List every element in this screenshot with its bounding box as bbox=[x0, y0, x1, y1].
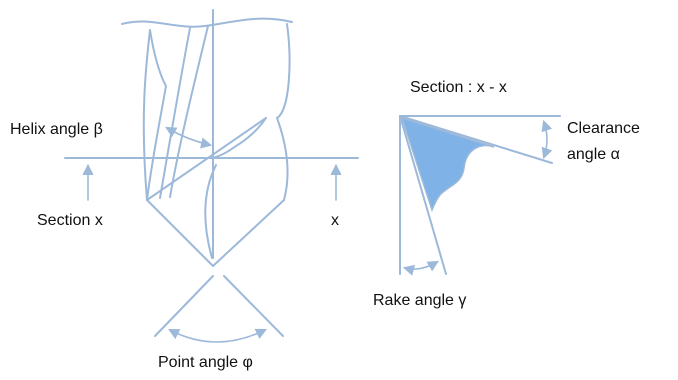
section-view bbox=[399, 115, 561, 276]
drill-left-margin bbox=[142, 29, 151, 201]
x-label: x bbox=[331, 212, 339, 229]
point-angle-leg-left bbox=[154, 275, 214, 337]
rake-angle-arrow bbox=[402, 260, 439, 276]
drill-right-margin bbox=[276, 23, 291, 201]
section-x-label: Section x bbox=[37, 212, 103, 229]
drill-top-break-line bbox=[121, 17, 293, 28]
chisel-web-curve bbox=[204, 164, 217, 259]
point-angle-construction bbox=[154, 275, 284, 343]
flute-shoulder-right bbox=[212, 117, 267, 159]
point-angle-label: Point angle φ bbox=[158, 354, 253, 371]
cutting-lip bbox=[146, 117, 267, 201]
helix-flute-mid bbox=[159, 27, 191, 199]
cutting-wedge-fill bbox=[400, 116, 495, 213]
rake-face-line bbox=[399, 115, 447, 275]
point-angle-leg-right bbox=[223, 275, 284, 337]
clearance-angle-label-line2: angle α bbox=[567, 146, 620, 163]
point-angle-arc bbox=[168, 328, 268, 343]
clearance-angle-arrow bbox=[541, 119, 553, 160]
rake-angle-label: Rake angle γ bbox=[373, 292, 467, 309]
point-cone-left bbox=[146, 199, 214, 267]
point-cone-right bbox=[212, 199, 285, 267]
helix-flute-left bbox=[146, 29, 167, 201]
section-xx-label: Section : x - x bbox=[410, 79, 507, 96]
helix-angle-arc bbox=[165, 126, 213, 149]
drill-side-view bbox=[64, 9, 359, 267]
helix-angle-label: Helix angle β bbox=[10, 121, 103, 138]
clearance-angle-label-line1: Clearance bbox=[567, 120, 640, 137]
helix-flute-right bbox=[169, 25, 209, 198]
clearance-face-line bbox=[399, 115, 553, 164]
